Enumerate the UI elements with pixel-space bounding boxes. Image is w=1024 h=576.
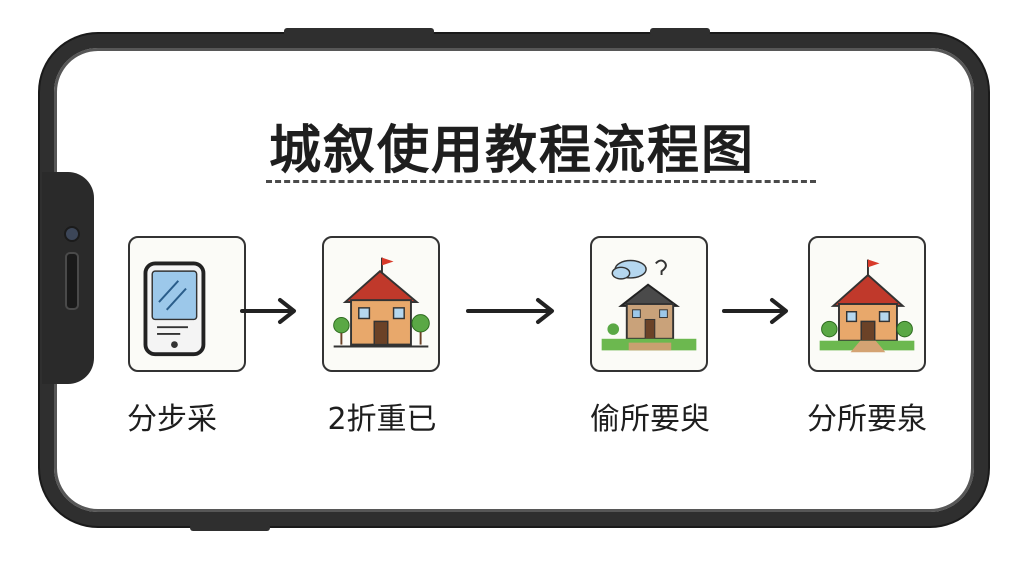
step-label-2: 2折重已 [327,402,437,437]
step-card-4 [808,236,926,372]
step-card-2 [322,236,440,372]
diagram-title: 城叙使用教程流程图 [268,121,755,181]
camera-icon [64,226,80,242]
bottom-button [190,524,270,531]
arrow-icon [466,296,558,330]
speaker-icon [65,252,79,310]
house-icon [333,257,430,348]
title-underline [266,180,816,183]
step-label-1: 分步采 [127,402,217,437]
house-cloud-icon [601,259,697,351]
power-button [650,28,710,36]
arrow-icon [722,296,792,330]
step-card-3 [590,236,708,372]
step-card-1 [128,236,246,372]
arrow-icon [240,296,300,330]
step-label-4: 分所要泉 [807,402,927,437]
volume-button [284,28,434,36]
phone-icon [143,261,206,357]
house-garden-icon [819,259,915,353]
step-label-3: 偷所要臾 [590,402,710,437]
